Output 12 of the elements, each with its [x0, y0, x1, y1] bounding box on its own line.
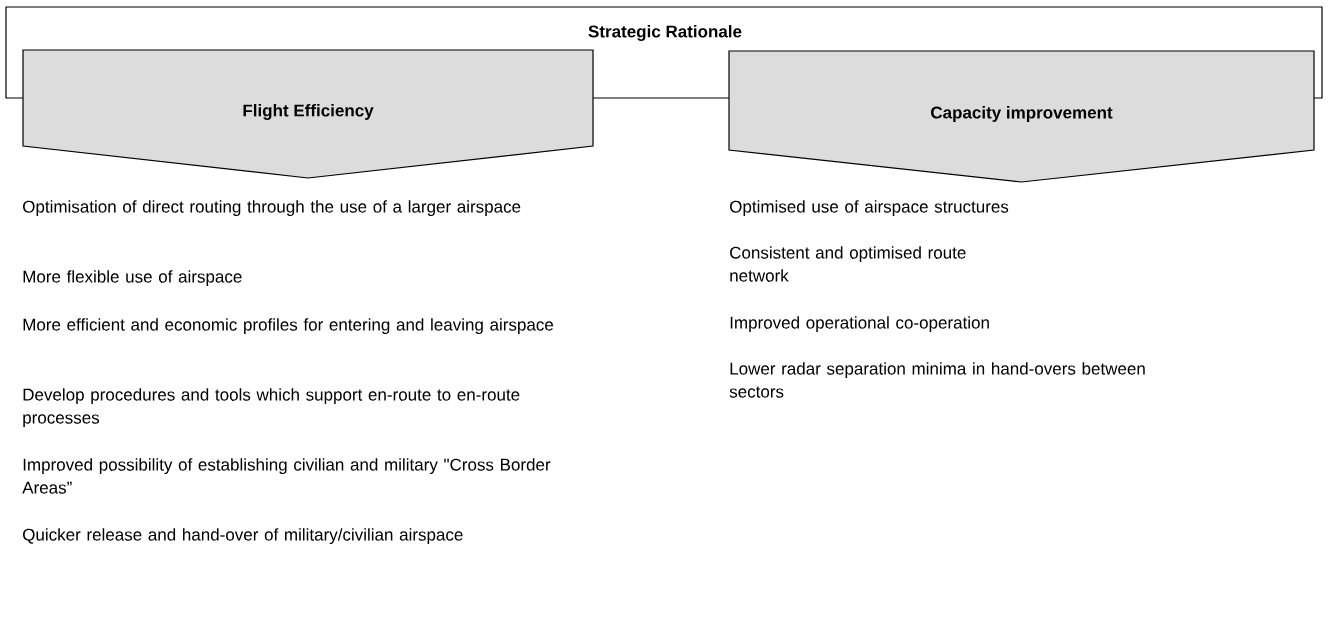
bullet-text: Optimised use of airspace structures	[730, 200, 1009, 217]
bullet-text: Consistent and optimised route network	[730, 246, 966, 282]
bullet-text: More efficient and economic profiles for entering and leaving airspace	[23, 318, 554, 335]
chevron-box: Capacity improvement	[728, 50, 1315, 183]
chevron-box: Flight Efficiency	[22, 49, 594, 179]
bullet-text: Develop procedures and tools which support en-route to en-route processes	[23, 388, 520, 428]
bullet-text: Quicker release and hand-over of military/civilian airspace	[23, 528, 463, 545]
bullet-text: Improved possibility of establishing civilian and military "Cross Border Areas”	[22, 458, 551, 494]
bullet-text: Improved operational co-operation	[730, 316, 989, 333]
bullet-text: Optimisation of direct routing through the use of a larger airspace	[23, 200, 521, 217]
bullet-text: More flexible use of airspace	[23, 270, 242, 287]
bullet-text: Lower radar separation minima in hand-overs between sectors	[729, 362, 1145, 398]
